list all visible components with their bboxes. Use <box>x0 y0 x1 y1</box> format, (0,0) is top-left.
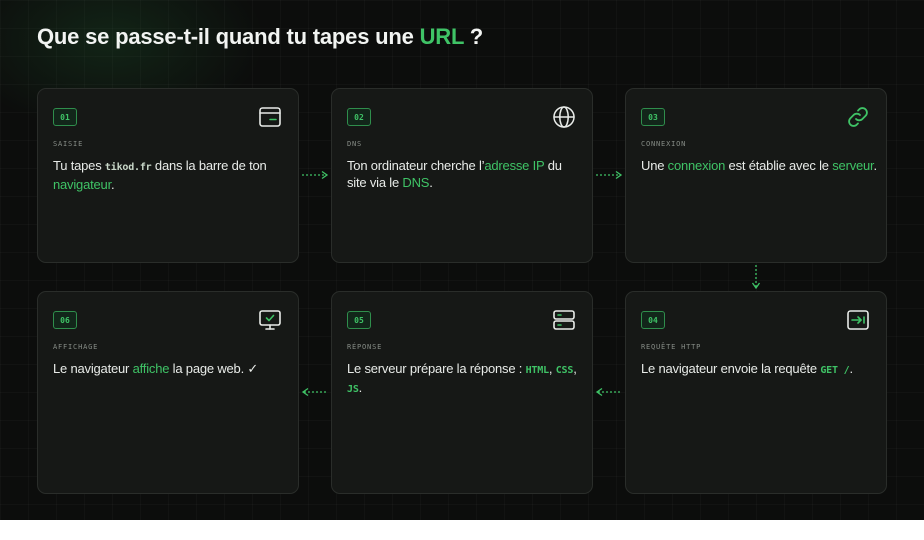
description-text: du site via le <box>347 158 562 190</box>
description-text: Une <box>641 158 668 173</box>
code-term: JS <box>347 384 359 395</box>
browser-window-icon <box>258 105 282 129</box>
description-text: . <box>111 177 115 192</box>
arrow-right-2-3 <box>596 170 623 180</box>
step-description: Le navigateur envoie la requête GET /. <box>641 360 877 379</box>
description-text: est établie avec le <box>725 158 833 173</box>
description-text: . <box>358 380 363 395</box>
step-number-badge: 01 <box>53 108 77 126</box>
step-label: DNS <box>347 140 363 148</box>
highlight-term: adresse IP <box>484 158 545 173</box>
step-description: Une connexion est établie avec le serveu… <box>641 157 877 174</box>
step-card-affichage: 06 AFFICHAGE Le navigateur affiche la pa… <box>37 291 299 494</box>
code-term: tikod.fr <box>104 162 152 173</box>
step-label: AFFICHAGE <box>53 343 99 351</box>
description-text: Le navigateur envoie la requête <box>641 361 821 376</box>
step-number-badge: 05 <box>347 311 371 329</box>
title-accent: URL <box>419 24 464 49</box>
description-text: Ton ordinateur cherche l’ <box>347 158 485 173</box>
step-description: Tu tapes tikod.fr dans la barre de ton n… <box>53 157 289 193</box>
code-term: HTML <box>525 365 549 376</box>
page-title: Que se passe-t-il quand tu tapes une URL… <box>37 24 483 50</box>
server-icon <box>552 308 576 332</box>
highlight-term: connexion <box>667 158 726 173</box>
step-label: RÉPONSE <box>347 343 383 351</box>
description-text: . <box>429 175 433 190</box>
arrow-left-4-5 <box>595 387 622 397</box>
step-label: REQUÊTE HTTP <box>641 343 702 351</box>
arrow-left-5-6 <box>301 387 328 397</box>
title-after: ? <box>463 24 483 49</box>
diagram-canvas: Que se passe-t-il quand tu tapes une URL… <box>0 0 924 520</box>
arrow-down-3-4 <box>751 265 761 290</box>
title-before: Que se passe-t-il quand tu tapes une <box>37 24 420 49</box>
step-number-badge: 03 <box>641 108 665 126</box>
highlight-term: navigateur <box>53 177 111 192</box>
highlight-term: affiche <box>132 361 170 376</box>
step-card-dns: 02 DNS Ton ordinateur cherche l’adresse … <box>331 88 593 263</box>
step-card-reponse: 05 RÉPONSE Le serveur prépare la réponse… <box>331 291 593 494</box>
arrow-right-1-2 <box>302 170 329 180</box>
step-number-badge: 04 <box>641 311 665 329</box>
description-text: dans la barre de ton <box>151 158 267 173</box>
description-text: . <box>849 361 853 376</box>
step-number-badge: 06 <box>53 311 77 329</box>
highlight-term: DNS <box>402 175 430 190</box>
description-text: , <box>548 361 556 376</box>
step-label: SAISIE <box>53 140 84 148</box>
description-text: Le navigateur <box>53 361 133 376</box>
monitor-check-icon <box>258 308 282 332</box>
step-card-requete-http: 04 REQUÊTE HTTP Le navigateur envoie la … <box>625 291 887 494</box>
step-description: Ton ordinateur cherche l’adresse IP du s… <box>347 157 583 191</box>
code-term: CSS <box>555 365 574 376</box>
step-card-connexion: 03 CONNEXION Une connexion est établie a… <box>625 88 887 263</box>
globe-icon <box>552 105 576 129</box>
description-text: la page web. ✓ <box>169 361 259 376</box>
code-term: GET / <box>820 365 850 376</box>
description-text: Tu tapes <box>53 158 105 173</box>
step-description: Le navigateur affiche la page web. ✓ <box>53 360 289 377</box>
link-icon <box>846 105 870 129</box>
step-description: Le serveur prépare la réponse : HTML, CS… <box>347 360 583 398</box>
description-text: . <box>873 158 877 173</box>
highlight-term: serveur <box>832 158 874 173</box>
description-text: Le serveur prépare la réponse : <box>347 361 526 376</box>
step-card-saisie: 01 SAISIE Tu tapes tikod.fr dans la barr… <box>37 88 299 263</box>
description-text: , <box>573 361 577 376</box>
step-number-badge: 02 <box>347 108 371 126</box>
step-label: CONNEXION <box>641 140 687 148</box>
send-request-icon <box>846 308 870 332</box>
